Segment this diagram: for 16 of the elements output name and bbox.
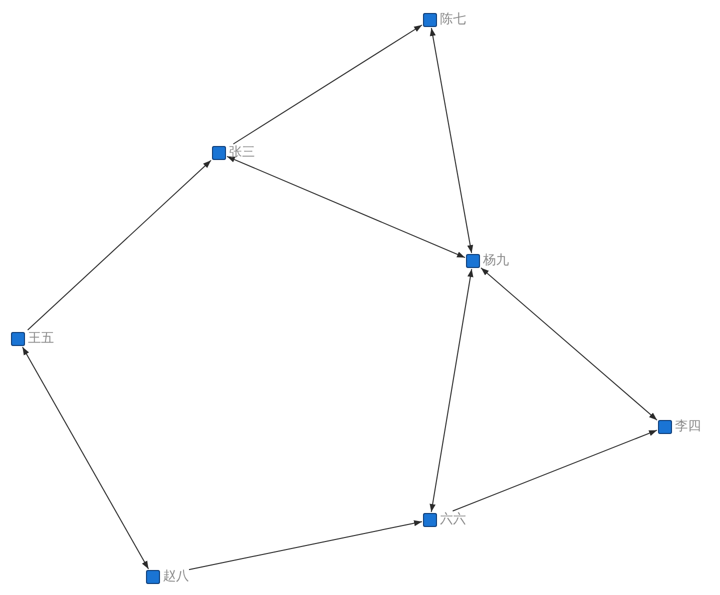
node-label: 赵八 xyxy=(163,568,189,586)
node-label: 张三 xyxy=(229,144,255,162)
arrow xyxy=(452,430,658,512)
double-arrow xyxy=(430,28,474,254)
node-label: 李四 xyxy=(675,418,701,436)
node-label: 杨九 xyxy=(483,252,509,270)
arrow xyxy=(188,520,422,570)
double-arrow xyxy=(22,346,149,570)
double-arrow xyxy=(480,267,658,421)
double-arrow xyxy=(430,268,474,512)
arrow xyxy=(27,160,212,330)
node-label: 六六 xyxy=(440,511,466,529)
node-label: 王五 xyxy=(28,330,54,348)
node-label: 陈七 xyxy=(440,11,466,29)
double-arrow xyxy=(226,156,466,258)
arrow xyxy=(232,24,422,144)
